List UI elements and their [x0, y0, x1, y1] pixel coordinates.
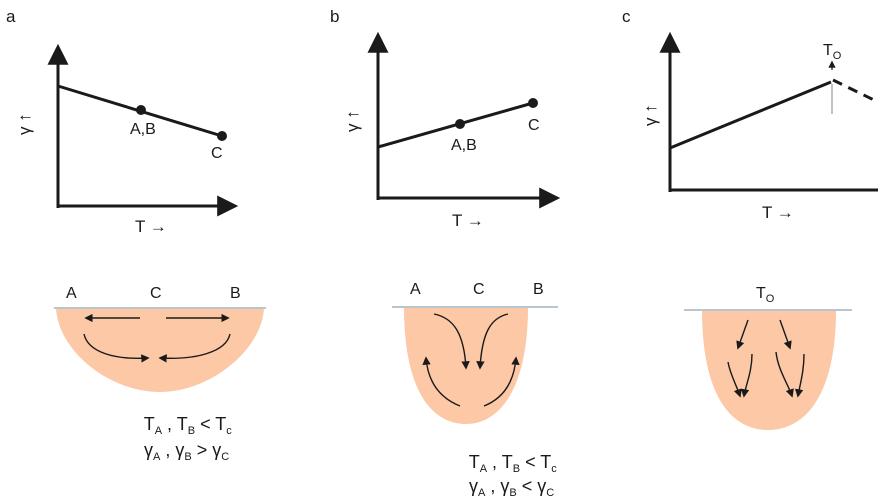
y-axis-label: γ ↑	[15, 113, 34, 135]
panel-c: c γ ↑ T → TO TO	[622, 7, 878, 430]
melt-pool	[56, 308, 264, 392]
flow-arrow	[83, 333, 150, 363]
peak-label: TO	[823, 42, 842, 62]
flow-arrow	[433, 313, 470, 370]
panel-b-letter: b	[330, 7, 339, 26]
flow-arrow	[779, 319, 792, 350]
panel-a: a γ ↑ T → A,B C A C B TA , TB < Tc	[6, 7, 267, 464]
surface-label-b: B	[533, 281, 544, 298]
surface-label-c: C	[150, 285, 162, 302]
point-c	[217, 131, 227, 141]
y-axis-label: γ ↑	[641, 104, 660, 126]
x-axis-label: T →	[762, 203, 794, 222]
flow-arrow	[422, 356, 461, 407]
point-c-label: C	[211, 145, 223, 162]
panel-c-melt-pool: TO	[684, 285, 852, 430]
panel-a-graph: γ ↑ T → A,B C	[15, 43, 239, 236]
x-axis-label: T →	[452, 211, 484, 230]
point-c	[528, 98, 538, 108]
point-ab	[455, 119, 465, 129]
surface-tension-falling-line	[832, 78, 878, 104]
panel-c-graph: γ ↑ T → TO	[641, 31, 878, 222]
flow-arrow	[727, 361, 742, 398]
flow-arrow	[740, 353, 753, 398]
surface-label-c: C	[473, 281, 485, 298]
flow-arrow	[476, 313, 509, 370]
panel-b: b γ ↑ T → A,B C A C B TA , TB < Tc	[330, 7, 592, 499]
panel-a-melt-pool: A C B	[54, 285, 266, 392]
flow-arrow	[775, 351, 794, 398]
flow-arrow	[736, 319, 749, 350]
surface-label-b: B	[230, 285, 241, 302]
surface-label-t0: TO	[756, 285, 775, 305]
panel-a-letter: a	[6, 7, 16, 26]
panel-c-letter: c	[622, 7, 631, 26]
flow-arrow	[158, 333, 231, 363]
flow-arrow	[794, 353, 805, 398]
surface-label-a: A	[66, 285, 77, 302]
surface-tension-rising-line	[669, 80, 832, 150]
panel-b-equations: TA , TB < Tc γA , γB < γC	[424, 452, 592, 499]
point-ab-label: A,B	[451, 137, 477, 154]
equation-surface-tension: γA , γB < γC	[424, 476, 589, 499]
y-axis-label: γ ↑	[343, 110, 362, 132]
point-c-label: C	[528, 117, 540, 134]
surface-label-a: A	[410, 281, 421, 298]
equation-surface-tension: γA , γB > γC	[99, 440, 264, 464]
equation-temperature: TA , TB < Tc	[99, 414, 267, 438]
melt-pool	[702, 310, 836, 430]
point-ab	[136, 105, 146, 115]
panel-a-equations: TA , TB < Tc γA , γB > γC	[99, 414, 267, 464]
point-ab-label: A,B	[130, 121, 156, 138]
equation-temperature: TA , TB < Tc	[424, 452, 592, 476]
x-axis-label: T →	[135, 217, 167, 236]
panel-b-melt-pool: A C B	[392, 281, 558, 424]
flow-arrow	[483, 356, 520, 407]
panel-b-graph: γ ↑ T → A,B C	[343, 31, 561, 230]
